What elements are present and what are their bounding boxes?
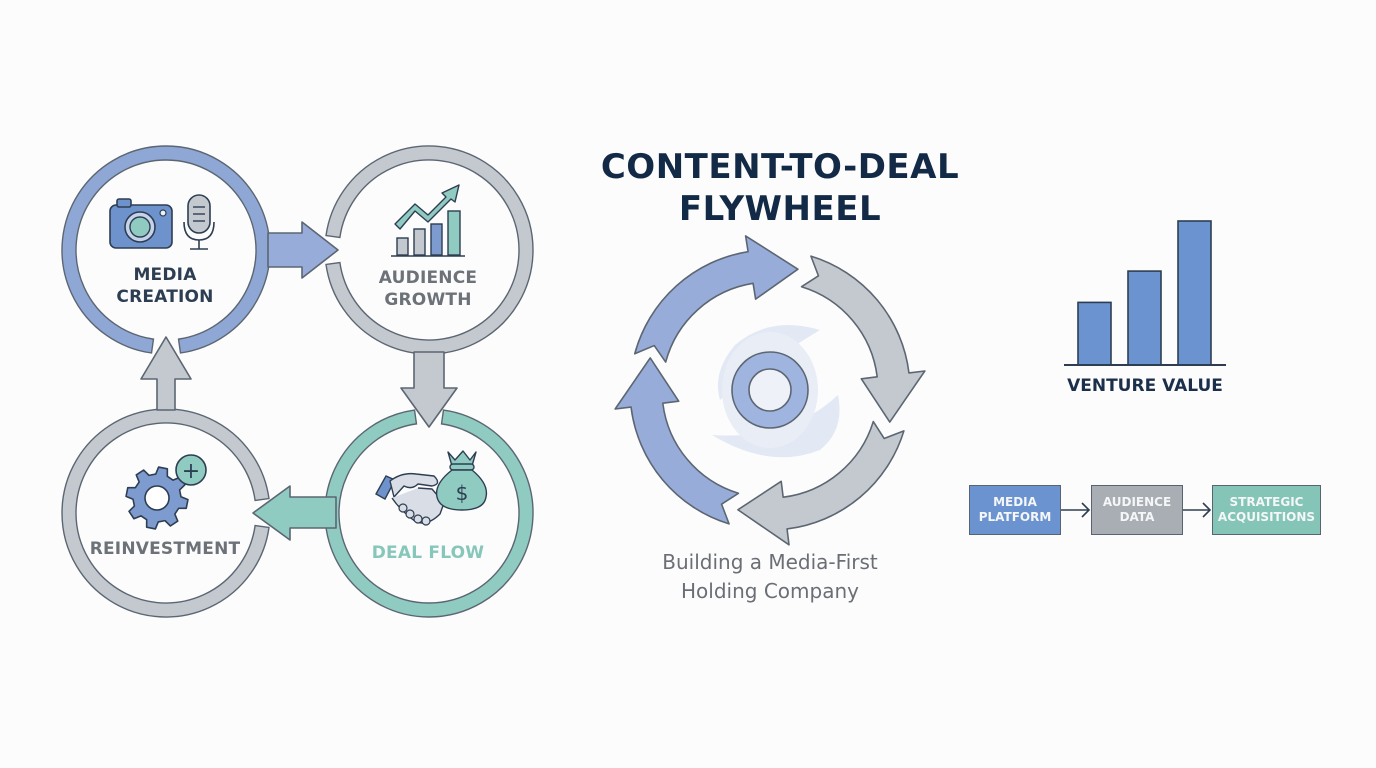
camera-icon <box>109 198 173 249</box>
flywheel-arrow-top <box>633 235 799 363</box>
venture-value-label: VENTURE VALUE <box>1067 376 1223 396</box>
money-bag-icon <box>435 450 488 511</box>
flywheel-arrow-left <box>614 357 740 525</box>
subtitle-line-2: Holding Company <box>681 579 859 603</box>
node-label-deal-flow: DEAL FLOW <box>358 542 498 564</box>
plus-circle-icon <box>175 454 207 486</box>
flywheel-hub-hole <box>748 368 792 412</box>
ring-reinvestment <box>61 408 270 618</box>
node-label-media-creation: MEDIA CREATION <box>95 264 235 308</box>
microphone-icon <box>183 194 215 250</box>
label-line: AUDIENCE <box>378 268 478 288</box>
label-line: GROWTH <box>384 290 472 310</box>
arrow-media-to-audience <box>267 221 339 279</box>
venture-value-bar <box>1077 301 1112 366</box>
step-line: MEDIA <box>993 495 1037 509</box>
step-line: ACQUISITIONS <box>1217 510 1316 524</box>
step-line: STRATEGIC <box>1229 495 1304 509</box>
label-line: DEAL FLOW <box>371 543 485 563</box>
step-line: AUDIENCE <box>1102 495 1172 509</box>
title-line-1: CONTENT-TO-DEAL <box>600 147 960 187</box>
ring-deal-flow <box>324 409 534 618</box>
plus-sign: + <box>182 459 200 484</box>
arrow-deal-to-reinvestment <box>252 485 337 541</box>
dollar-sign: $ <box>456 481 469 505</box>
flywheel-arrow-bottom <box>737 420 905 546</box>
subtitle-line-1: Building a Media-First <box>662 550 878 574</box>
ring-audience-growth <box>325 145 534 355</box>
gear-icon <box>125 466 189 530</box>
node-label-reinvestment: REINVESTMENT <box>80 538 250 560</box>
arrow-audience-to-deal <box>400 351 458 428</box>
step-line: PLATFORM <box>978 510 1052 524</box>
label-line: REINVESTMENT <box>89 539 241 559</box>
flywheel-arrow-right <box>800 255 926 423</box>
label-line: MEDIA <box>133 265 197 285</box>
title-line-2: FLYWHEEL <box>678 189 882 229</box>
arrow-reinvestment-to-media <box>140 336 192 411</box>
ring-media-creation <box>61 145 271 354</box>
growth-chart-icon <box>391 184 465 257</box>
subtitle: Building a Media-First Holding Company <box>600 548 940 606</box>
venture-value-bar <box>1177 220 1212 366</box>
label-line: CREATION <box>116 287 214 307</box>
handshake-icon <box>375 472 445 526</box>
venture-value-bar <box>1127 270 1162 366</box>
step-line: DATA <box>1119 510 1155 524</box>
node-label-audience-growth: AUDIENCE GROWTH <box>358 267 498 311</box>
page-title: CONTENT-TO-DEAL FLYWHEEL <box>560 146 1000 230</box>
